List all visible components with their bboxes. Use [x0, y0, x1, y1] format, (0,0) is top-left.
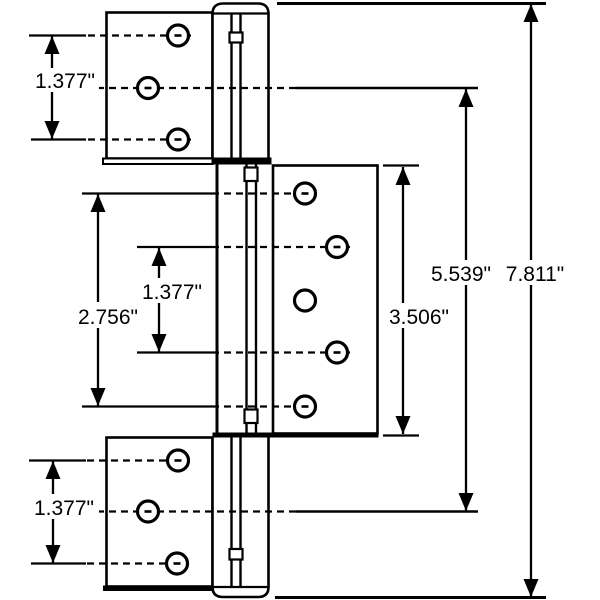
arrow-up-icon: [90, 194, 106, 212]
dim-label-midleaf-height: 3.506": [389, 306, 449, 329]
dim-label-mid-inner-spacing: 1.377": [142, 281, 202, 304]
center-mark: [174, 34, 182, 37]
screw-hole-center-marks: [144, 34, 341, 565]
arrow-down-icon: [44, 121, 60, 139]
label-mask: [72, 302, 144, 328]
center-mark: [144, 510, 152, 513]
label-mask: [501, 260, 570, 285]
center-mark: [174, 138, 182, 141]
top-pin-notch: [228, 31, 244, 44]
center-mark: [333, 245, 341, 249]
middle-pin-notch-bottom: [243, 408, 259, 425]
middle-leaf: [271, 164, 379, 435]
label-mask: [426, 260, 497, 285]
center-mark: [144, 86, 152, 90]
top-knuckle-bottom-band: [212, 157, 272, 165]
bottom-pin-notch: [228, 547, 244, 561]
arrow-up-icon: [45, 461, 61, 479]
arrow-up-icon: [395, 167, 411, 185]
label-mask: [384, 303, 455, 328]
arrow-up-icon: [523, 4, 539, 22]
arrow-up-icon: [151, 248, 167, 266]
label-mask: [31, 68, 99, 92]
arrow-down-icon: [523, 579, 539, 597]
bottom-leaf-bottom-band: [103, 585, 213, 591]
center-mark: [333, 351, 341, 354]
arrow-up-icon: [44, 36, 60, 54]
label-mask: [30, 494, 99, 519]
arrow-down-icon: [458, 493, 474, 511]
dim-label-top-leaf-spacing: 1.377": [35, 70, 95, 93]
middle-leaf-bottom-band: [212, 432, 379, 438]
arrow-down-icon: [90, 388, 106, 406]
center-mark: [174, 459, 182, 462]
screw-hole-mid-3: [292, 288, 318, 313]
label-mask: [136, 278, 208, 303]
arrow-down-icon: [45, 545, 61, 563]
dim-label-bottom-leaf-spacing: 1.377": [34, 497, 94, 520]
dimension-lines: [44, 4, 539, 597]
middle-pin-notch-top: [243, 166, 259, 183]
dimension-labels: 1.377" 2.756" 1.377" 3.506" 5.539" 7.811…: [30, 68, 570, 520]
top-leaf-bottom-lip: [102, 157, 214, 165]
center-mark: [173, 562, 181, 565]
dim-label-overall-height: 7.811": [506, 263, 564, 286]
arrow-up-icon: [458, 89, 474, 107]
arrow-down-icon: [395, 416, 411, 434]
dim-label-hole-span: 5.539": [431, 263, 491, 286]
arrow-down-icon: [151, 334, 167, 352]
dim-label-mid-outer-spacing: 2.756": [78, 306, 138, 329]
extension-lines: [29, 2, 546, 599]
center-mark: [301, 192, 309, 195]
center-mark: [301, 405, 309, 408]
